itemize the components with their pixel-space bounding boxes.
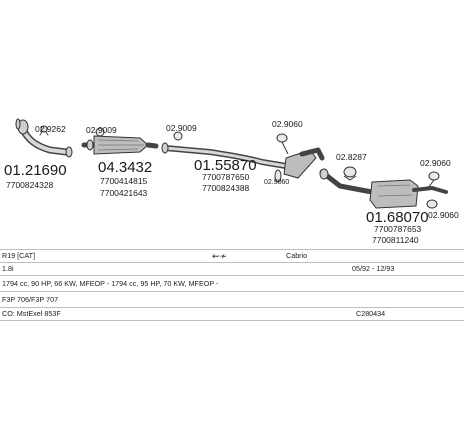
part-ref-3a: 7700787650 bbox=[202, 172, 250, 182]
part-code-3: 01.55870 bbox=[194, 157, 257, 174]
info-row-specs: 1794 cc, 90 HP, 66 KW, MFEOP - 1794 cc, … bbox=[0, 275, 464, 291]
clamp-label-3b: 02.9060 bbox=[272, 119, 303, 129]
hanger-02-9060-b bbox=[274, 169, 282, 183]
clamp-label-3c: 02.9060 bbox=[264, 179, 289, 186]
clamp-02-8287 bbox=[343, 166, 357, 181]
front-pipe bbox=[15, 118, 73, 158]
catalog-number: C280434 bbox=[356, 309, 386, 318]
engine-code: F3P 706/F3P 707 bbox=[2, 295, 59, 304]
part-ref-1a: 7700824328 bbox=[6, 180, 54, 190]
catalyst-info: CO: MstExel 853F bbox=[2, 309, 61, 318]
part-ref-2a: 7700414815 bbox=[100, 176, 148, 186]
hanger-02-9060-d bbox=[426, 199, 438, 209]
sketch-icon: ⇜≁ bbox=[212, 251, 228, 261]
clamp-label-4c: 02.9060 bbox=[428, 210, 459, 220]
clamp-label-4b: 02.9060 bbox=[420, 158, 451, 168]
part-ref-4a: 7700787653 bbox=[374, 224, 422, 234]
engine-specs: 1794 cc, 90 HP, 66 KW, MFEOP - 1794 cc, … bbox=[2, 279, 219, 288]
rear-silencer bbox=[319, 168, 448, 209]
part-ref-4b: 7700811240 bbox=[372, 235, 419, 245]
clamp-02-9009-a bbox=[95, 127, 105, 137]
clamp-label-4a: 02.8287 bbox=[336, 152, 367, 162]
part-code-2: 04.3432 bbox=[98, 159, 152, 176]
clamp-label-3a: 02.9009 bbox=[166, 123, 197, 133]
exhaust-diagram: 02.9262 01.21690 7700824328 02.9009 04.3… bbox=[4, 118, 459, 245]
middle-silencer bbox=[161, 142, 325, 179]
production-years: 05/92 - 12/93 bbox=[352, 264, 395, 273]
part-code-4: 01.68070 bbox=[366, 209, 429, 226]
body-type: Cabrio bbox=[286, 251, 308, 260]
hanger-02-9060-c bbox=[427, 171, 440, 189]
clamp-label-2: 02.9009 bbox=[86, 125, 117, 135]
vehicle-info-table: R19 [CAT] ⇜≁ Cabrio 1.8i 05/92 - 12/93 1… bbox=[0, 249, 464, 321]
part-ref-2b: 7700421643 bbox=[100, 188, 148, 198]
catalytic-converter bbox=[81, 135, 159, 155]
hanger-02-9060-a bbox=[276, 133, 289, 155]
engine-size: 1.8i bbox=[2, 264, 14, 273]
clamp-02-9262 bbox=[39, 125, 49, 136]
info-row-engine: 1.8i 05/92 - 12/93 bbox=[0, 262, 464, 275]
clamp-label-1: 02.9262 bbox=[35, 124, 66, 134]
info-row-catalog: CO: MstExel 853F C280434 bbox=[0, 307, 464, 321]
part-code-1: 01.21690 bbox=[4, 162, 67, 179]
info-row-engine-code: F3P 706/F3P 707 bbox=[0, 291, 464, 307]
info-row-model: R19 [CAT] ⇜≁ Cabrio bbox=[0, 249, 464, 262]
model-name: R19 [CAT] bbox=[2, 251, 36, 260]
part-ref-3b: 7700824388 bbox=[202, 183, 250, 193]
clamp-02-9009-b bbox=[173, 131, 183, 141]
